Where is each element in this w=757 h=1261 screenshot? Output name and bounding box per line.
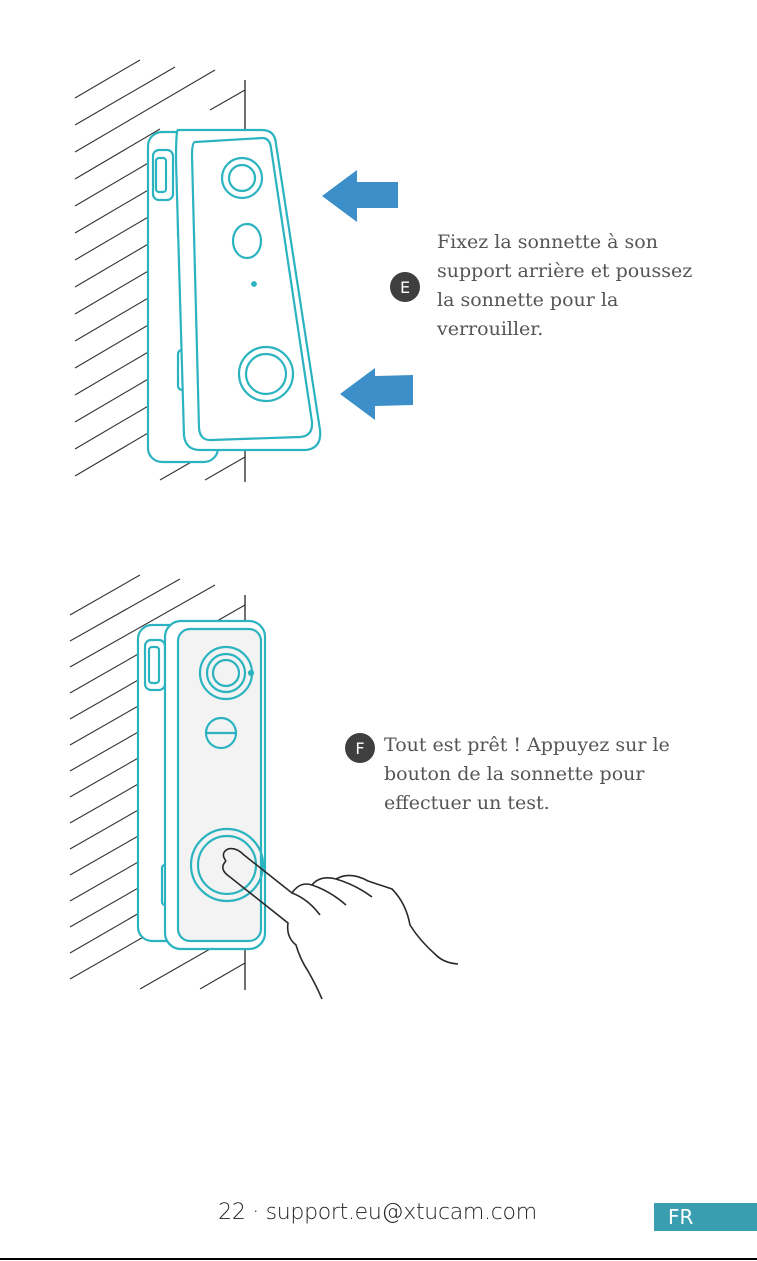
doorbell-device xyxy=(148,130,320,462)
arrow-left-icon xyxy=(322,170,398,222)
doorbell-device xyxy=(138,621,265,949)
step-e-text: Fixez la sonnette à son support arrière … xyxy=(437,228,697,344)
page-number-and-support-email: 22 · support.eu@xtucam.com xyxy=(200,1200,555,1225)
arrow-left-icon xyxy=(340,368,413,420)
language-tab: FR xyxy=(654,1203,757,1231)
step-f-badge: F xyxy=(345,733,375,763)
doorbell-mount-illustration xyxy=(0,70,420,490)
step-e-badge: E xyxy=(390,272,420,302)
bottom-rule xyxy=(0,1258,757,1260)
step-f-text: Tout est prêt ! Appuyez sur le bouton de… xyxy=(384,731,684,818)
